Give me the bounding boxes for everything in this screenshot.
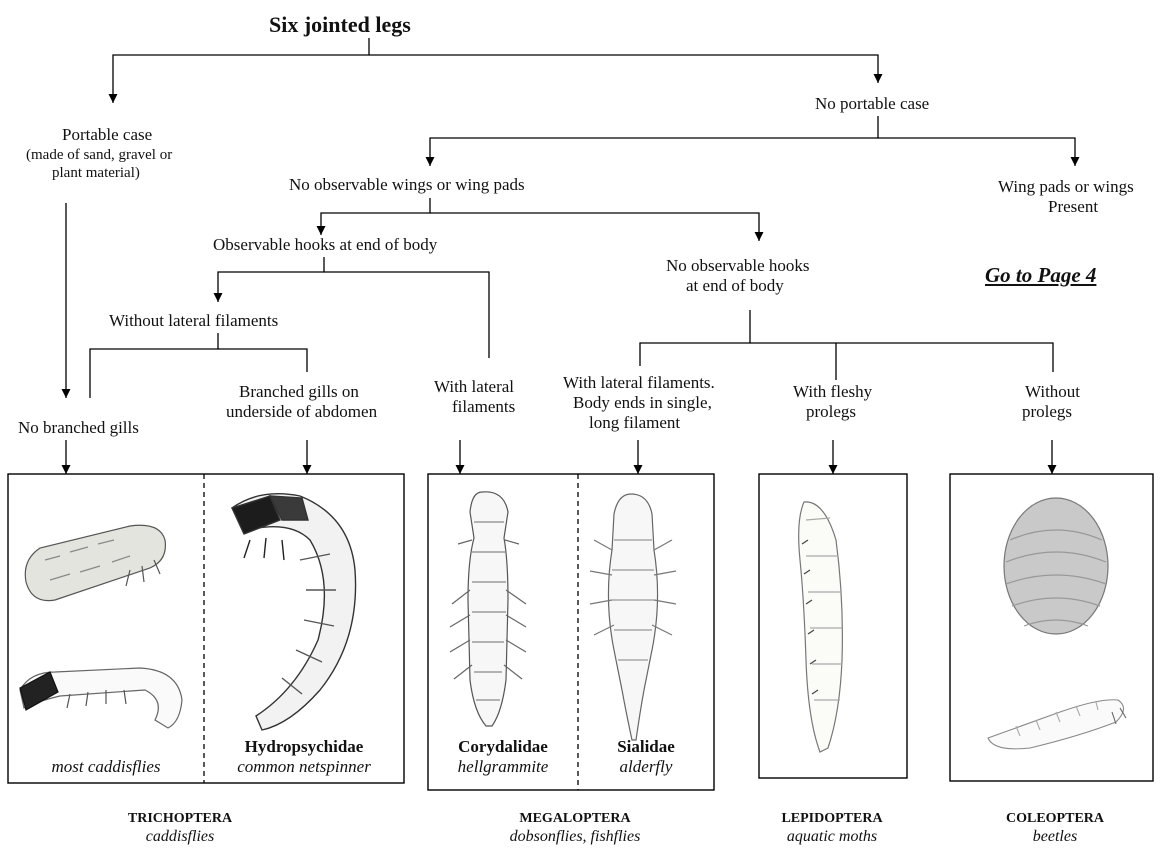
- order-common-lepidoptera: aquatic moths: [752, 828, 912, 846]
- connector-no-case-split: [430, 116, 878, 166]
- node-single-filament-3: long filament: [589, 413, 680, 433]
- node-no-wings: No observable wings or wing pads: [289, 175, 525, 195]
- caption-family-sial: Sialidae: [580, 737, 712, 757]
- node-no-hooks-2: at end of body: [686, 276, 784, 296]
- caption-most-caddisflies: most caddisflies: [10, 737, 202, 777]
- order-name-megaloptera: MEGALOPTERA: [470, 810, 680, 828]
- node-with-lateral-2: filaments: [452, 397, 515, 417]
- hydropsychidae-illustration: [232, 494, 356, 730]
- key-title: Six jointed legs: [269, 12, 411, 38]
- connector-to-wings: [878, 138, 1075, 166]
- connector-to-no-hooks: [430, 213, 759, 241]
- order-common-coleoptera: beetles: [980, 828, 1130, 846]
- order-common-megaloptera: dobsonflies, fishflies: [470, 828, 680, 846]
- node-with-lateral-1: With lateral: [434, 377, 514, 397]
- caption-corydalidae: Corydalidae hellgrammite: [430, 737, 576, 777]
- node-single-filament-2: Body ends in single,: [573, 393, 712, 413]
- node-without-lateral: Without lateral filaments: [109, 311, 278, 331]
- node-hooks: Observable hooks at end of body: [213, 235, 437, 255]
- order-trichoptera: TRICHOPTERA caddisflies: [80, 810, 280, 846]
- connector-hooks-split: [218, 257, 324, 302]
- hellgrammite-illustration: [450, 492, 526, 726]
- caption-family-hydro: Hydropsychidae: [206, 737, 402, 757]
- caption-family-cory: Corydalidae: [430, 737, 576, 757]
- connector-without-lateral-split: [90, 333, 218, 398]
- node-branched-2: underside of abdomen: [226, 402, 377, 422]
- order-name-trichoptera: TRICHOPTERA: [80, 810, 280, 828]
- order-name-coleoptera: COLEOPTERA: [980, 810, 1130, 828]
- node-wings-present-1: Wing pads or wings: [998, 177, 1134, 197]
- node-without-prolegs-2: prolegs: [1022, 402, 1072, 422]
- node-no-branched-gills: No branched gills: [18, 418, 139, 438]
- node-single-filament-1: With lateral filaments.: [563, 373, 715, 393]
- alderfly-illustration: [590, 494, 676, 740]
- connector-to-branched: [218, 349, 307, 372]
- caption-hydropsychidae: Hydropsychidae common netspinner: [206, 737, 402, 777]
- order-name-lepidoptera: LEPIDOPTERA: [752, 810, 912, 828]
- caption-common-caddis: most caddisflies: [10, 757, 202, 777]
- order-coleoptera: COLEOPTERA beetles: [980, 810, 1130, 846]
- node-branched-1: Branched gills on: [239, 382, 359, 402]
- caption-common-hydro: common netspinner: [206, 757, 402, 777]
- node-no-portable-case: No portable case: [815, 94, 929, 114]
- node-without-prolegs-1: Without: [1025, 382, 1080, 402]
- node-portable-case: Portable case: [62, 125, 152, 145]
- aquatic-moth-illustration: [799, 502, 843, 752]
- connector-to-fleshy: [750, 343, 1053, 372]
- beetle-larva-illustration: [988, 700, 1126, 749]
- caddisfly-case-illustration: [25, 525, 165, 600]
- connector-to-with-lateral: [324, 272, 489, 358]
- connector-no-wings-split: [321, 198, 430, 235]
- node-fleshy-2: prolegs: [806, 402, 856, 422]
- caddisfly-larva-illustration: [20, 668, 182, 728]
- caption-sialidae: Sialidae alderfly: [580, 737, 712, 777]
- connector-no-hooks-split: [640, 310, 750, 366]
- caption-spacer: [10, 737, 202, 757]
- order-megaloptera: MEGALOPTERA dobsonflies, fishflies: [470, 810, 680, 846]
- node-no-hooks-1: No observable hooks: [666, 256, 810, 276]
- connector-legs-split: [113, 38, 369, 103]
- order-lepidoptera: LEPIDOPTERA aquatic moths: [752, 810, 912, 846]
- node-fleshy-1: With fleshy: [793, 382, 872, 402]
- node-wings-present-2: Present: [1048, 197, 1098, 217]
- go-to-page-link[interactable]: Go to Page 4: [985, 263, 1096, 288]
- node-portable-case-note-2: plant material): [52, 164, 140, 182]
- water-penny-illustration: [1004, 498, 1108, 634]
- caption-common-cory: hellgrammite: [430, 757, 576, 777]
- connector-to-no-case: [369, 55, 878, 83]
- caption-common-sial: alderfly: [580, 757, 712, 777]
- node-portable-case-note-1: (made of sand, gravel or: [26, 146, 172, 164]
- order-common-trichoptera: caddisflies: [80, 828, 280, 846]
